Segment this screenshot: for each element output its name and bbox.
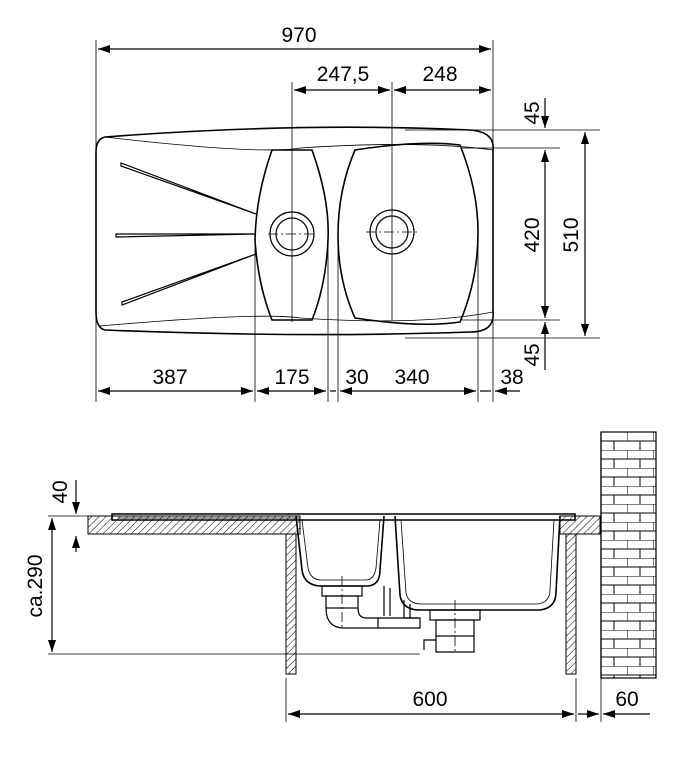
dim-bowl-offset-1: 247,5 [317,63,370,86]
dim-depth: ca.290 [24,554,47,617]
sink-flange [111,513,576,521]
large-bowl-section [394,515,561,611]
dim-divider-width: 30 [345,366,368,389]
dim-wall-gap: 60 [615,688,638,711]
side-view: 40 ca.290 600 60 [24,431,657,722]
small-bowl-waste [321,576,378,630]
dim-right-margin: 38 [500,366,523,389]
large-bowl-outline [337,142,479,326]
overflow-pipe [377,586,421,629]
small-bowl-outline [254,149,329,321]
dim-cabinet-width: 600 [412,688,447,711]
sink-rim-top [104,136,494,151]
sink-rim-bottom [99,311,494,327]
dim-large-bowl-width: 340 [394,366,429,389]
brick-wall [600,431,657,679]
dim-overall-width: 970 [281,24,316,47]
dim-overall-depth: 510 [560,217,583,252]
cabinet-left-panel [285,533,297,675]
cabinet-right-panel [565,533,577,675]
large-bowl-waste [423,600,481,654]
dim-top-margin: 45 [521,101,544,124]
small-bowl-section [295,515,385,587]
top-view: 970 247,5 248 387 175 30 340 38 45 420 5… [95,24,600,402]
dim-rim-height: 40 [49,480,72,503]
countertop [87,515,601,535]
drainer-groove-top [120,162,257,215]
sink-outline [95,126,494,336]
dim-small-bowl-width: 175 [274,366,309,389]
dim-drainer-width: 387 [152,366,187,389]
dim-bowl-offset-2: 248 [422,63,457,86]
dim-bottom-margin: 45 [521,343,544,366]
drainer-groove-middle [115,233,256,238]
dim-bowl-height: 420 [521,217,544,252]
drainer-groove-bottom [121,253,257,306]
